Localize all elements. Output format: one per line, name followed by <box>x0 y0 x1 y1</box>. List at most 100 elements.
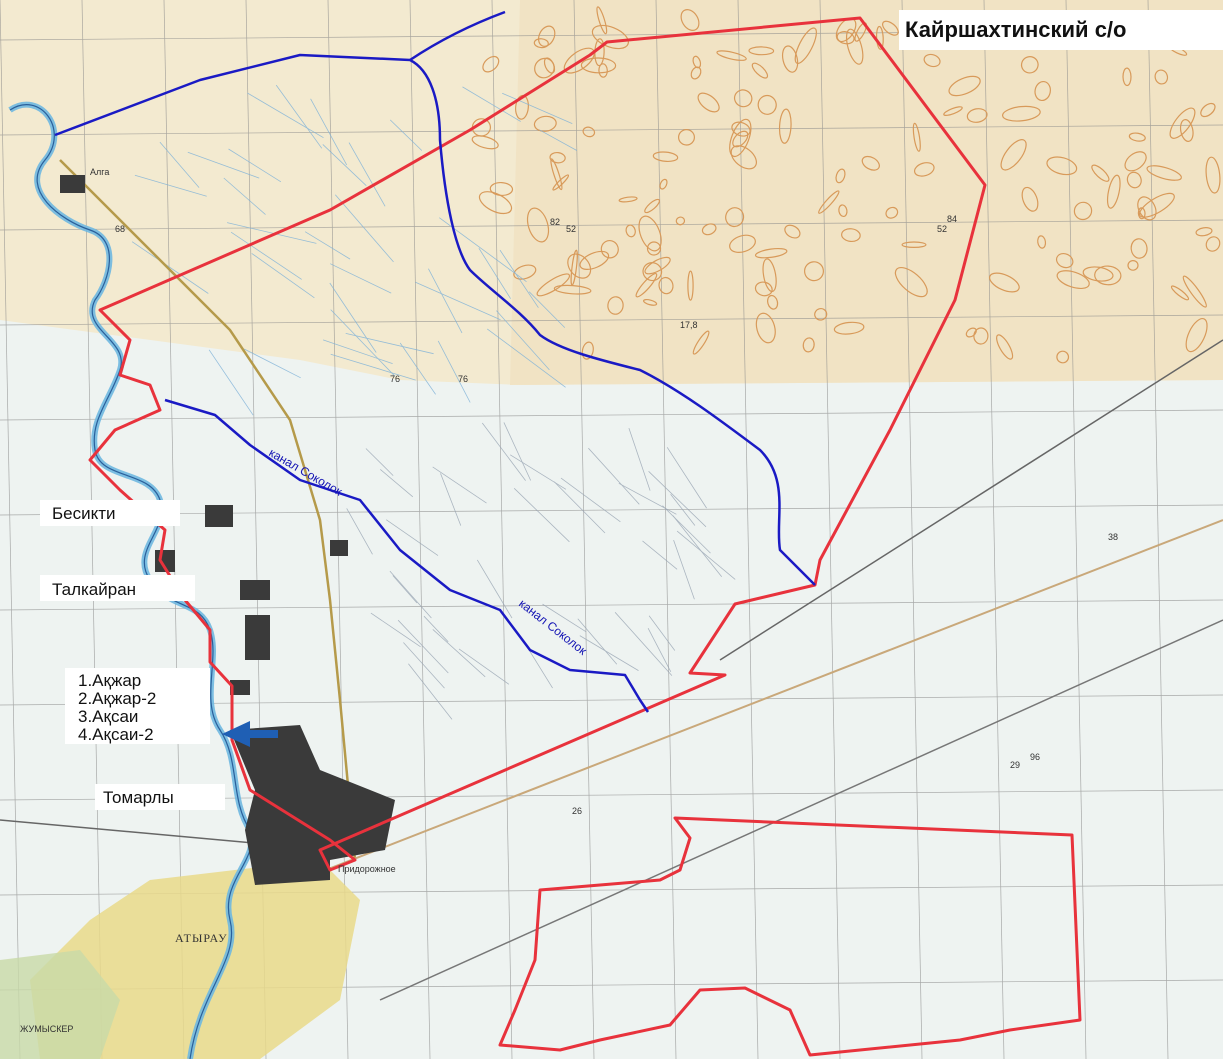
contour <box>1034 80 1051 102</box>
contour <box>567 253 592 279</box>
contour <box>471 135 499 150</box>
contour <box>861 155 880 171</box>
contour <box>836 31 855 45</box>
contour <box>778 108 792 144</box>
field-canal <box>330 263 392 294</box>
contour <box>781 45 799 73</box>
contour <box>923 53 941 68</box>
contour <box>802 337 815 353</box>
contour <box>733 89 753 108</box>
field-canal <box>345 333 434 355</box>
railway-northeast <box>719 339 1223 661</box>
contour <box>725 207 745 228</box>
contour <box>482 55 500 73</box>
drainage-line <box>432 629 486 678</box>
contour <box>642 262 663 282</box>
field-canal <box>399 342 436 395</box>
contour <box>833 321 865 335</box>
contour <box>582 126 596 138</box>
contour <box>1091 164 1110 182</box>
drainage-line <box>423 615 449 643</box>
grid-line <box>0 314 1223 326</box>
grid-line <box>0 504 1223 516</box>
district-boundary-north <box>88 16 987 872</box>
contour <box>1055 252 1074 269</box>
road-east <box>299 519 1223 881</box>
contour <box>882 20 899 36</box>
contour <box>1000 139 1027 171</box>
drainage-line <box>385 519 439 556</box>
field-canal <box>134 174 207 197</box>
contour <box>690 66 702 80</box>
drainage-line <box>542 603 587 633</box>
drainage-line <box>642 540 678 570</box>
grid-line <box>901 0 923 1059</box>
contour <box>996 334 1014 360</box>
field-canal <box>244 348 301 379</box>
drainage-line <box>370 612 421 648</box>
legend-item-4: 4.Ақсаи-2 <box>78 725 154 744</box>
contour <box>1170 285 1190 301</box>
grid-label-52a: 52 <box>566 224 576 234</box>
map-title: Кайршахтинский с/о <box>905 17 1126 42</box>
contour <box>1122 67 1132 87</box>
contour <box>894 266 928 298</box>
drainage-line <box>513 488 570 543</box>
grid-label-96: 96 <box>1030 752 1040 762</box>
field-canal <box>502 92 573 124</box>
contour <box>652 151 679 163</box>
drainage-line <box>577 618 618 665</box>
contour <box>841 228 861 243</box>
field-canal <box>329 282 377 353</box>
grid-line <box>0 219 1223 231</box>
drainage-line <box>346 508 373 555</box>
contour <box>794 27 817 65</box>
contour <box>701 223 717 236</box>
contour <box>1137 207 1146 220</box>
field-canal <box>437 340 471 403</box>
contour <box>948 75 981 97</box>
drainage-line <box>380 469 414 498</box>
field-canal <box>304 231 351 260</box>
field-canal <box>131 241 209 294</box>
besikti-box <box>40 500 180 526</box>
field-canal <box>348 142 386 207</box>
grid-line <box>0 0 21 1059</box>
drainage-line <box>403 642 445 689</box>
grid-label-52b: 52 <box>937 224 947 234</box>
drainage-line <box>662 505 711 554</box>
contour <box>913 162 935 177</box>
contour <box>618 196 638 203</box>
contour <box>730 145 758 170</box>
field-canal <box>330 353 416 381</box>
settlement-blocks <box>60 175 395 885</box>
contour <box>675 216 686 226</box>
grid-label-26: 26 <box>572 806 582 816</box>
grid-line <box>0 599 1223 611</box>
contour <box>1124 151 1147 172</box>
sandy-area <box>510 0 1223 385</box>
contour <box>729 234 756 253</box>
drainage-line <box>628 427 651 491</box>
grid-line <box>0 409 1223 421</box>
field-canal <box>322 144 367 186</box>
contour <box>581 341 594 360</box>
contour <box>687 270 694 301</box>
contour <box>536 273 571 297</box>
talkairan-box <box>40 575 195 601</box>
contour <box>625 224 636 238</box>
tomarly-settlement <box>230 725 395 885</box>
field-canal <box>499 249 539 308</box>
contour <box>1182 275 1207 308</box>
contour <box>1056 350 1070 364</box>
contour <box>680 9 700 31</box>
contour <box>596 6 608 35</box>
legend-item-3: 3.Ақсаи <box>78 707 138 726</box>
contour-lines <box>471 6 1223 364</box>
grid-label-29: 29 <box>1010 760 1020 770</box>
contour <box>1200 102 1216 118</box>
grid-line <box>327 0 349 1059</box>
contour <box>643 298 658 306</box>
drainage-line <box>676 530 736 580</box>
